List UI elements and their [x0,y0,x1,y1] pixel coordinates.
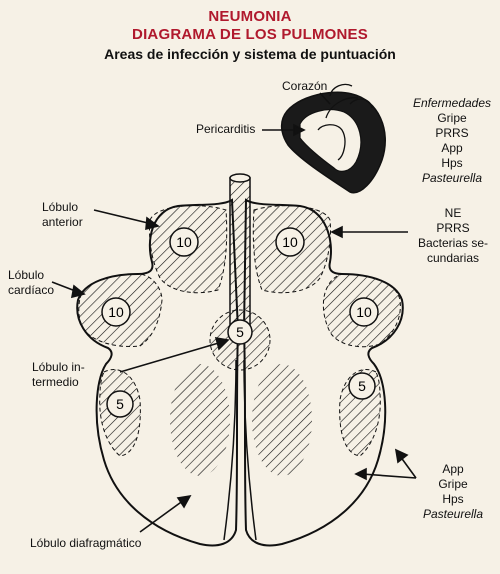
anterior-disease-item: PRRS [436,221,470,235]
heart-disease-item: Enfermedades [412,96,492,110]
label-lobulo-cardiaco-line-1: Lóbulo [8,268,45,282]
heart-illustration [280,83,386,194]
subtitle: Areas de infección y sistema de puntuaci… [104,46,396,62]
label-lobulo-anterior-line-2: anterior [42,215,83,229]
anterior-disease-item: NE [444,206,462,220]
list-diaphragm-diseases: App Gripe Hps Pasteurella [410,462,496,522]
list-heart-diseases: Enfermedades Gripe PRRS App Hps Pasteure… [404,96,500,186]
label-lobulo-intermedio-line-1: Lóbulo in- [32,360,85,374]
score-circle-cardiac-left [101,297,131,327]
trachea [223,173,257,541]
heart-disease-item: Pasteurella [421,171,483,185]
score-markers: 10 10 10 10 5 5 5 [101,227,379,418]
score-intermediate: 5 [236,324,244,340]
score-circle-anterior-right [275,227,305,257]
label-lobulo-intermedio: Lóbulo in- termedio [32,360,85,390]
heart-disease-item: PRRS [435,126,469,140]
score-anterior-left: 10 [176,234,192,250]
score-cardiac-left: 10 [108,304,124,320]
list-anterior-diseases: NE PRRS Bacterias se- cundarias [408,206,498,266]
diaphragm-disease-item: Pasteurella [422,507,484,521]
score-diaphragm-right: 5 [358,378,366,394]
label-lobulo-intermedio-line-2: termedio [32,375,79,389]
label-lobulo-diafragmatico: Lóbulo diafragmático [30,536,142,550]
score-anterior-right: 10 [282,234,298,250]
diaphragm-disease-item: App [442,462,464,476]
score-circle-intermediate [227,319,253,345]
title-line-2: DIAGRAMA DE LOS PULMONES [132,26,368,43]
heart-disease-item: Gripe [437,111,467,125]
label-pericarditis: Pericarditis [196,122,256,136]
label-lobulo-cardiaco-line-2: cardíaco [8,283,55,297]
score-circle-diaphragm-left [106,390,134,418]
anterior-disease-item: Bacterias se- [417,236,489,250]
score-circle-anterior-left [169,227,199,257]
score-cardiac-right: 10 [356,304,372,320]
diaphragm-disease-item: Hps [442,492,464,506]
score-circle-diaphragm-right [348,372,376,400]
heart-disease-item: App [441,141,463,155]
score-circle-cardiac-right [349,297,379,327]
pointer-arrows [51,92,417,533]
label-lobulo-cardiaco: Lóbulo cardíaco [8,268,54,298]
heart-disease-item: Hps [441,156,463,170]
diaphragm-disease-item: Gripe [438,477,468,491]
score-diaphragm-left: 5 [116,396,124,412]
label-lobulo-anterior-line-1: Lóbulo [42,200,79,214]
title-line-1: NEUMONIA [208,8,292,25]
anterior-disease-item: cundarias [426,251,480,265]
label-lobulo-anterior: Lóbulo anterior [42,200,83,230]
label-corazon: Corazón [282,79,328,93]
